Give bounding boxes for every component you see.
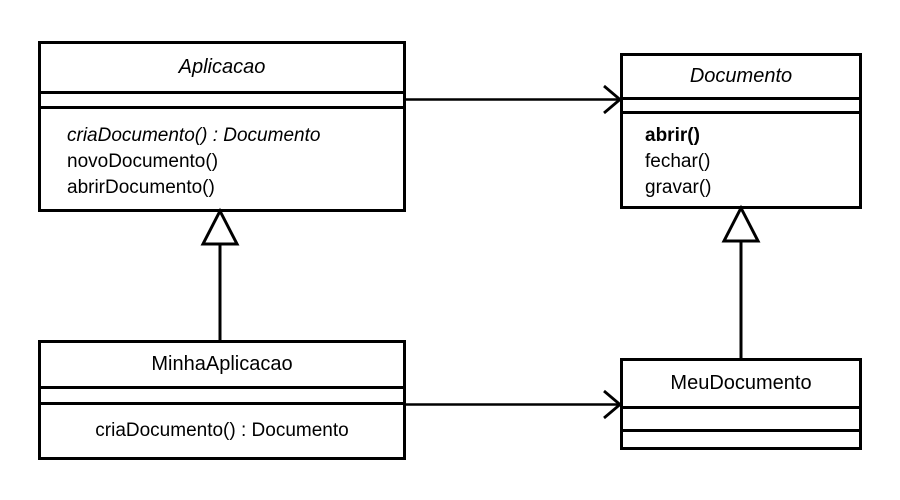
- operation-cria-documento-impl: criaDocumento() : Documento: [95, 419, 349, 441]
- operation-cria-documento: criaDocumento() : Documento: [67, 124, 321, 146]
- class-name-meu-documento: MeuDocumento: [670, 372, 812, 394]
- class-name-documento: Documento: [689, 65, 793, 87]
- generalization-minha-aplicacao-to-aplicacao[interactable]: [198, 207, 242, 343]
- class-name-compartment-meu-documento: MeuDocumento: [623, 361, 859, 406]
- generalization-meu-documento-to-documento[interactable]: [719, 204, 763, 361]
- hollow-triangle-icon: [721, 204, 761, 243]
- operation-abrir: abrir(): [645, 124, 700, 146]
- class-attributes-compartment-meu-documento: [623, 406, 859, 429]
- class-box-minha-aplicacao[interactable]: MinhaAplicacao criaDocumento() : Documen…: [38, 340, 406, 460]
- hollow-triangle-icon: [200, 207, 240, 246]
- operation-novo-documento: novoDocumento(): [67, 150, 219, 172]
- association-aplicacao-to-documento[interactable]: [406, 82, 623, 118]
- class-box-meu-documento[interactable]: MeuDocumento: [620, 358, 862, 450]
- operation-abrir-documento: abrirDocumento(): [67, 177, 215, 199]
- class-attributes-compartment-documento: [623, 97, 859, 111]
- class-operations-compartment-documento: abrir() fechar() gravar(): [623, 111, 859, 206]
- class-box-aplicacao[interactable]: Aplicacao criaDocumento() : Documento no…: [38, 41, 406, 212]
- class-name-compartment-documento: Documento: [623, 56, 859, 97]
- class-name-compartment-minha-aplicacao: MinhaAplicacao: [41, 343, 403, 386]
- open-arrowhead-icon: [603, 84, 623, 115]
- operation-gravar: gravar(): [645, 177, 712, 199]
- class-attributes-compartment-minha-aplicacao: [41, 386, 403, 402]
- class-attributes-compartment-aplicacao: [41, 91, 403, 106]
- class-box-documento[interactable]: Documento abrir() fechar() gravar(): [620, 53, 862, 209]
- class-name-compartment-aplicacao: Aplicacao: [41, 44, 403, 91]
- class-name-aplicacao: Aplicacao: [178, 56, 266, 78]
- class-operations-compartment-meu-documento: [623, 429, 859, 447]
- open-arrowhead-icon: [603, 389, 623, 420]
- operation-fechar: fechar(): [645, 150, 711, 172]
- class-name-minha-aplicacao: MinhaAplicacao: [151, 353, 293, 375]
- association-minha-aplicacao-to-meu-documento[interactable]: [406, 387, 623, 423]
- class-operations-compartment-aplicacao: criaDocumento() : Documento novoDocument…: [41, 106, 403, 209]
- class-operations-compartment-minha-aplicacao: criaDocumento() : Documento: [41, 402, 403, 457]
